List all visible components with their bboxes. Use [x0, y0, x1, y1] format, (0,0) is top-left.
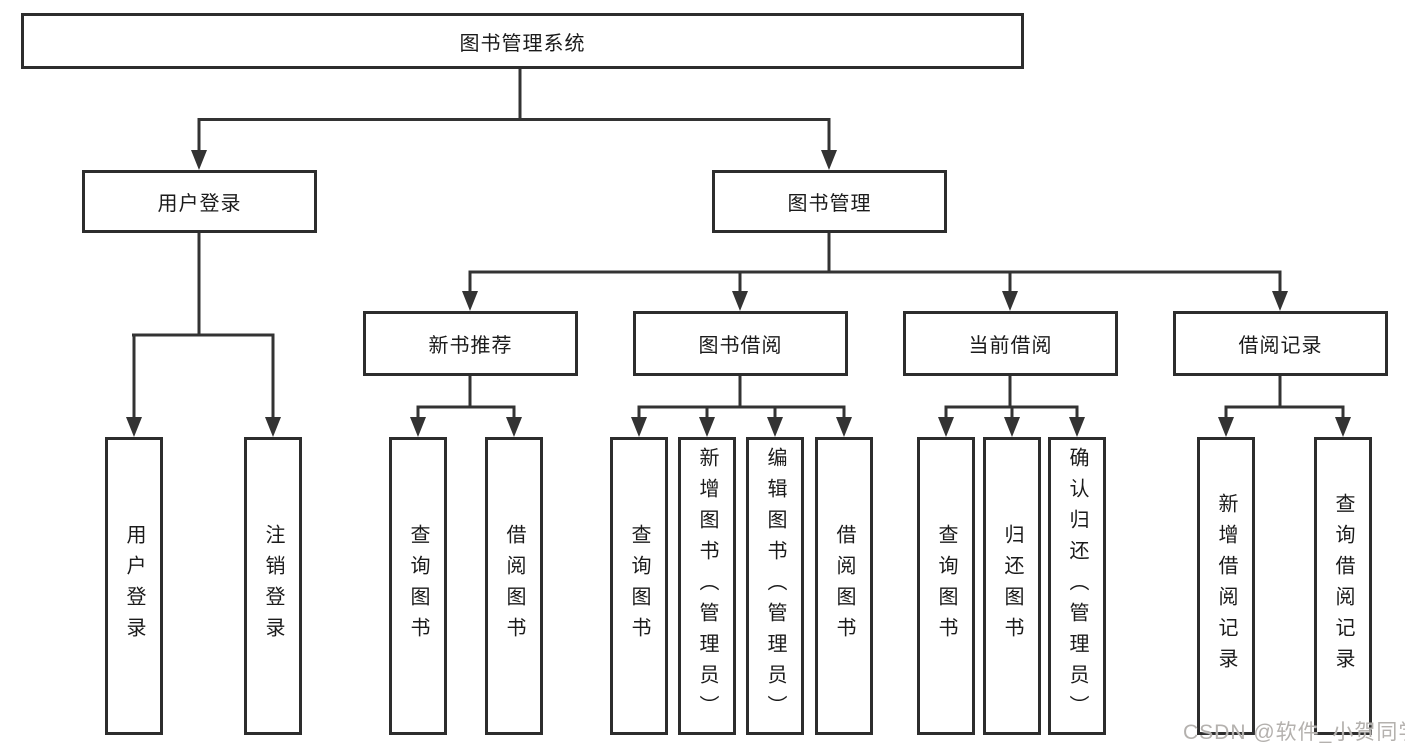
leaf-recommend-query-books: 查询图书 — [389, 437, 447, 735]
connector-current-borrow-to-leaves — [938, 376, 1085, 437]
node-current-borrow: 当前借阅 — [903, 311, 1118, 376]
node-label: 借阅图书 — [503, 524, 525, 648]
node-label: 查询借阅记录 — [1332, 493, 1354, 679]
node-user-login: 用户登录 — [82, 170, 317, 233]
csdn-watermark: CSDN @软件_小贺同学 — [1183, 721, 1405, 744]
node-label: 查询图书 — [407, 524, 429, 648]
connector-book-borrow-to-leaves — [631, 376, 852, 437]
node-borrow-records: 借阅记录 — [1173, 311, 1388, 376]
node-label: 图书借阅 — [698, 335, 783, 357]
node-label: 查询图书 — [935, 524, 957, 648]
leaf-borrow-add-books-admin: 新增图书（管理员） — [678, 437, 736, 735]
node-label: 图书管理 — [787, 193, 872, 215]
node-label: 用户登录 — [157, 193, 242, 215]
leaf-current-confirm-return-admin: 确认归还（管理员） — [1048, 437, 1106, 735]
connector-root-to-level2 — [191, 69, 837, 170]
leaf-borrow-edit-books-admin: 编辑图书（管理员） — [746, 437, 804, 735]
leaf-current-query-books: 查询图书 — [917, 437, 975, 735]
node-label: 查询图书 — [628, 524, 650, 648]
node-label: 新增图书（管理员） — [696, 446, 718, 726]
node-label: 编辑图书（管理员） — [764, 446, 786, 726]
node-label: 新增借阅记录 — [1215, 493, 1237, 679]
leaf-borrow-borrow-books: 借阅图书 — [815, 437, 873, 735]
leaf-recommend-borrow-books: 借阅图书 — [485, 437, 543, 735]
node-new-book-recommend: 新书推荐 — [363, 311, 578, 376]
node-root-library-system: 图书管理系统 — [21, 13, 1024, 69]
node-label: 注销登录 — [262, 524, 284, 648]
connector-new-book-recommend-to-leaves — [410, 376, 522, 437]
leaf-current-return-books: 归还图书 — [983, 437, 1041, 735]
node-label: 图书管理系统 — [459, 32, 586, 55]
connector-book-management-to-level3 — [462, 233, 1288, 311]
leaf-user-login: 用户登录 — [105, 437, 163, 735]
node-book-management: 图书管理 — [712, 170, 947, 233]
connector-user-login-to-leaves — [126, 233, 281, 437]
leaf-borrow-query-books: 查询图书 — [610, 437, 668, 735]
leaf-records-add: 新增借阅记录 — [1197, 437, 1255, 735]
node-label: 确认归还（管理员） — [1066, 446, 1088, 726]
connector-borrow-records-to-leaves — [1218, 376, 1351, 437]
node-label: 新书推荐 — [428, 335, 513, 357]
node-book-borrow: 图书借阅 — [633, 311, 848, 376]
leaf-logout: 注销登录 — [244, 437, 302, 735]
node-label: 用户登录 — [123, 524, 145, 648]
node-label: 借阅图书 — [833, 524, 855, 648]
node-label: 借阅记录 — [1238, 335, 1323, 357]
leaf-records-query: 查询借阅记录 — [1314, 437, 1372, 735]
node-label: 当前借阅 — [968, 335, 1053, 357]
node-label: 归还图书 — [1001, 524, 1023, 648]
